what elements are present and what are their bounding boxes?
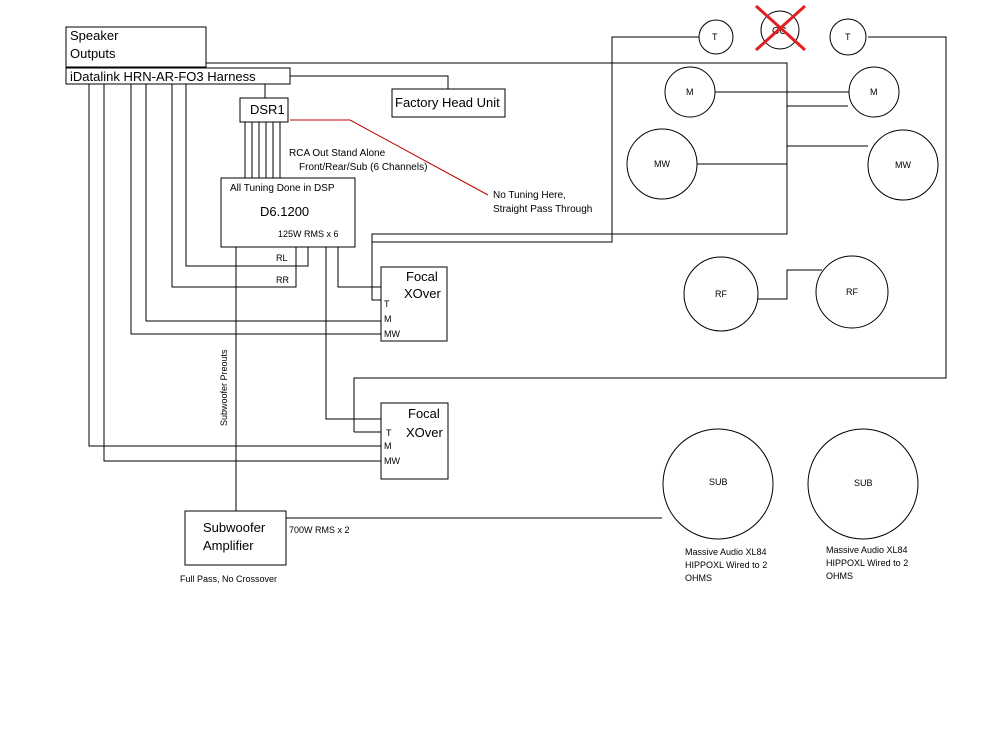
rr-label: RR [276, 275, 289, 285]
harness-box: iDatalink HRN-AR-FO3 Harness [65, 67, 291, 85]
harness-label: iDatalink HRN-AR-FO3 Harness [70, 69, 256, 84]
xover-1-line1: Focal [406, 269, 438, 284]
speaker-midwoofer-left: MW [626, 128, 698, 200]
speaker-outputs-line1: Speaker [70, 28, 119, 43]
wire-harness-v1 [88, 84, 383, 447]
xover-2-port-t: T [386, 428, 392, 438]
head-unit-label: Factory Head Unit [395, 95, 500, 110]
sub-right-note-line3: OHMS [826, 571, 853, 581]
wire-top-bus [206, 62, 788, 301]
speaker-midwoofer-right: MW [867, 129, 939, 201]
xover-1-port-m: M [384, 314, 392, 324]
speaker-outputs-box: Speaker Outputs [65, 26, 207, 68]
xover-2-port-m: M [384, 441, 392, 451]
svg-text:RF: RF [715, 289, 727, 299]
sub-right-note-line2: HIPPOXL Wired to 2 [826, 558, 908, 568]
sub-left-note: Massive Audio XL84 HIPPOXL Wired to 2 OH… [685, 547, 767, 583]
svg-text:T: T [712, 32, 718, 42]
svg-text:SUB: SUB [709, 477, 728, 487]
wire-dsp-xover2-a [325, 247, 383, 420]
full-pass-label: Full Pass, No Crossover [180, 574, 277, 584]
wire-xover1-tweeter [371, 36, 699, 300]
wire-dsp-rl [296, 247, 309, 267]
speaker-mid-right: M [848, 66, 900, 118]
speaker-center: CC [754, 4, 807, 52]
dsp-model-label: D6.1200 [260, 204, 309, 219]
no-tuning-line2: Straight Pass Through [493, 204, 592, 215]
speaker-tweeter-right: T [829, 18, 867, 56]
svg-text:MW: MW [895, 160, 911, 170]
wire-dsp-xover1 [337, 247, 383, 288]
wire-harness-v5 [171, 84, 297, 288]
wire-harness-v2 [103, 84, 383, 462]
xover-2-line2: XOver [406, 425, 444, 440]
wire-pass-through-note [290, 119, 489, 196]
sub-left-note-line2: HIPPOXL Wired to 2 [685, 560, 767, 570]
xover-1-port-t: T [384, 299, 390, 309]
sub-amp-line1: Subwoofer [203, 520, 266, 535]
dsr1-label: DSR1 [250, 102, 285, 117]
sub-amp-box: Subwoofer Amplifier [184, 510, 287, 566]
wire-rf-pair [758, 269, 822, 300]
sub-amp-power-label: 700W RMS x 2 [289, 525, 350, 535]
no-tuning-line1: No Tuning Here, [493, 190, 566, 201]
svg-text:M: M [686, 87, 694, 97]
sub-left-note-line1: Massive Audio XL84 [685, 547, 767, 557]
speaker-mid-left: M [664, 66, 716, 118]
rca-out-line1: RCA Out Stand Alone [289, 148, 386, 159]
sub-right-note-line1: Massive Audio XL84 [826, 545, 908, 555]
svg-text:MW: MW [654, 159, 670, 169]
center-removed-x-icon-stroke [754, 4, 807, 52]
svg-text:T: T [845, 32, 851, 42]
dsp-power-label: 125W RMS x 6 [278, 229, 339, 239]
speaker-rear-left: RF [683, 256, 759, 332]
wire-harness-v6 [185, 84, 296, 267]
dsp-tuning-label: All Tuning Done in DSP [230, 183, 335, 194]
sub-left-note-line3: OHMS [685, 573, 712, 583]
xover-2-line1: Focal [408, 406, 440, 421]
xover-2-port-mw: MW [384, 456, 400, 466]
rl-label: RL [276, 253, 288, 263]
sub-right-note: Massive Audio XL84 HIPPOXL Wired to 2 OH… [826, 545, 908, 581]
dsr1-box: DSR1 [239, 97, 289, 123]
xover-1-port-mw: MW [384, 329, 400, 339]
wire-harness-v4 [145, 84, 383, 322]
wire-harness-headunit [290, 75, 449, 89]
wire-xover2-tweeter [353, 36, 947, 432]
dsp-box: All Tuning Done in DSP D6.1200 125W RMS … [220, 177, 356, 248]
svg-text:RF: RF [846, 287, 858, 297]
wires [88, 36, 947, 519]
speaker-outputs-line2: Outputs [70, 46, 116, 61]
xover-1-line2: XOver [404, 286, 442, 301]
svg-text:SUB: SUB [854, 478, 873, 488]
subwoofer-preouts-label: Subwoofer Preouts [219, 349, 229, 426]
svg-text:CC: CC [772, 26, 786, 37]
xover-2-box: Focal XOver T M MW [380, 402, 449, 480]
head-unit-box: Factory Head Unit [391, 88, 506, 118]
sub-amp-line2: Amplifier [203, 538, 254, 553]
wire-harness-v3 [130, 84, 383, 335]
speaker-sub-right: SUB [807, 428, 919, 540]
speaker-sub-left: SUB [662, 428, 774, 540]
xover-1-box: Focal XOver T M MW [380, 266, 448, 342]
speaker-rear-right: RF [815, 255, 889, 329]
rca-out-line2: Front/Rear/Sub (6 Channels) [299, 162, 427, 173]
speaker-tweeter-left: T [698, 19, 734, 55]
svg-text:M: M [870, 87, 878, 97]
